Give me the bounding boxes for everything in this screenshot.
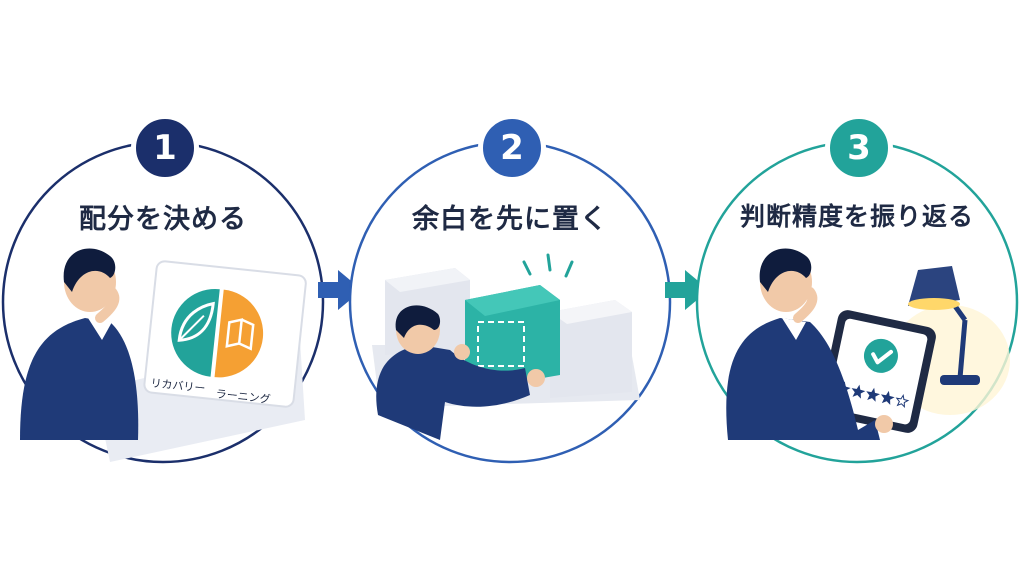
- person-placing-block: [376, 305, 545, 440]
- step-1-number: 1: [131, 114, 199, 182]
- allocation-card: リカバリー ラーニング: [143, 260, 307, 408]
- chart-label-learning: ラーニング: [215, 386, 271, 406]
- star-icon: [880, 390, 895, 405]
- learning-slice: [214, 289, 264, 378]
- desk-lamp-icon: [908, 266, 980, 385]
- sparkle-icon: [522, 253, 574, 278]
- step-2-title: 余白を先に置く: [412, 204, 608, 235]
- block-right: [550, 300, 632, 398]
- step-2-panel: [348, 140, 672, 464]
- arrow-right-icon: [665, 270, 709, 310]
- step-1-panel: リカバリー ラーニング: [1, 140, 325, 464]
- star-icon: [851, 384, 866, 399]
- chart-label-recovery: リカバリー: [150, 377, 206, 396]
- arrow-right-icon: [318, 270, 362, 310]
- star-icon: [866, 387, 880, 402]
- step-3-title: 判断精度を振り返る: [739, 202, 974, 231]
- star-icon: [895, 394, 910, 409]
- book-icon: [225, 318, 255, 351]
- person-reviewing: [726, 248, 893, 440]
- recovery-slice: [171, 288, 220, 377]
- step-2-number: 2: [478, 114, 546, 182]
- checkmark-icon: [863, 338, 898, 373]
- person-thinking: [20, 248, 139, 440]
- buffer-block: [465, 285, 560, 388]
- step-3-number: 3: [825, 114, 893, 182]
- step-3-panel: [695, 140, 1019, 464]
- step-1-title: 配分を決める: [79, 204, 247, 235]
- leaf-icon: [177, 301, 215, 342]
